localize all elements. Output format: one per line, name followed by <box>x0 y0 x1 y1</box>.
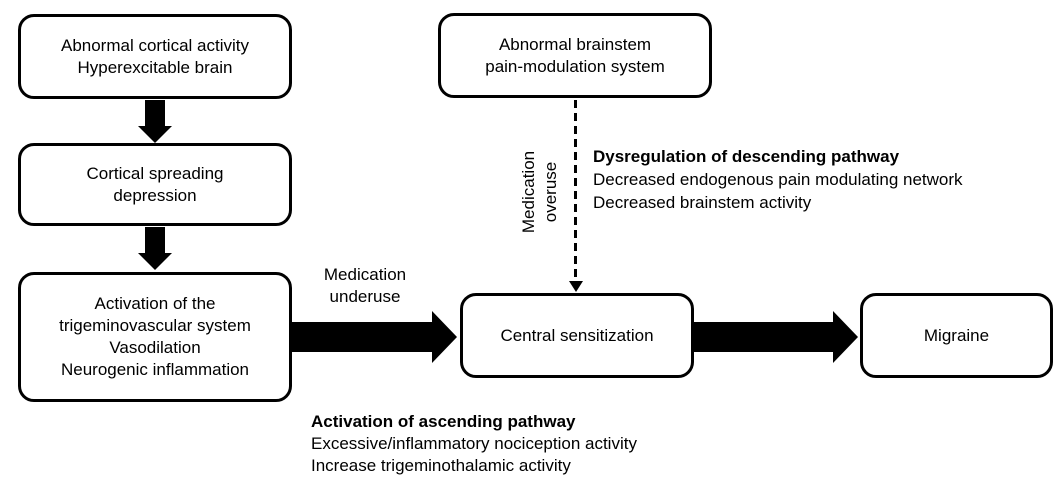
arrow-trigeminovascular-to-central <box>292 322 433 352</box>
box-abnormal-brainstem: Abnormal brainstem pain-modulation syste… <box>438 13 712 98</box>
box-abnormal-cortical-activity: Abnormal cortical activity Hyperexcitabl… <box>18 14 292 99</box>
dashed-arrow-brainstem-to-central <box>574 100 577 281</box>
box-cortical-spreading-depression: Cortical spreading depression <box>18 143 292 226</box>
annotation-descending-pathway: Dysregulation of descending pathway Decr… <box>593 145 963 214</box>
box-abnormal-cortical-activity-label: Abnormal cortical activity Hyperexcitabl… <box>60 35 249 77</box>
annotation-ascending-line1: Excessive/inflammatory nociception activ… <box>311 434 637 453</box>
box-migraine-label: Migraine <box>923 325 990 345</box>
box-central-sensitization: Central sensitization <box>460 293 694 378</box>
annotation-descending-line2: Decreased brainstem activity <box>593 193 812 212</box>
arrow-central-to-migraine-head <box>833 311 858 363</box>
box-cortical-spreading-depression-label: Cortical spreading depression <box>86 163 224 205</box>
box-trigeminovascular-activation-label: Activation of the trigeminovascular syst… <box>59 294 251 379</box>
box-abnormal-brainstem-label: Abnormal brainstem pain-modulation syste… <box>485 34 665 76</box>
annotation-ascending-title: Activation of ascending pathway <box>311 412 576 431</box>
box-migraine: Migraine <box>860 293 1053 378</box>
arrow-csd-to-trigeminovascular-head <box>138 253 172 270</box>
annotation-descending-title: Dysregulation of descending pathway <box>593 147 900 166</box>
dashed-arrow-brainstem-to-central-head <box>569 281 583 292</box>
label-medication-underuse: Medication underuse <box>323 265 407 306</box>
annotation-ascending-pathway: Activation of ascending pathway Excessiv… <box>311 411 637 477</box>
arrow-cortical-to-csd <box>145 100 165 127</box>
arrow-csd-to-trigeminovascular <box>145 227 165 254</box>
box-trigeminovascular-activation: Activation of the trigeminovascular syst… <box>18 272 292 402</box>
annotation-descending-line1: Decreased endogenous pain modulating net… <box>593 170 963 189</box>
annotation-ascending-line2: Increase trigeminothalamic activity <box>311 456 571 475</box>
box-central-sensitization-label: Central sensitization <box>500 325 654 345</box>
arrow-central-to-migraine <box>694 322 834 352</box>
label-medication-overuse: Medication overuse <box>519 150 560 234</box>
arrow-cortical-to-csd-head <box>138 126 172 143</box>
arrow-trigeminovascular-to-central-head <box>432 311 457 363</box>
